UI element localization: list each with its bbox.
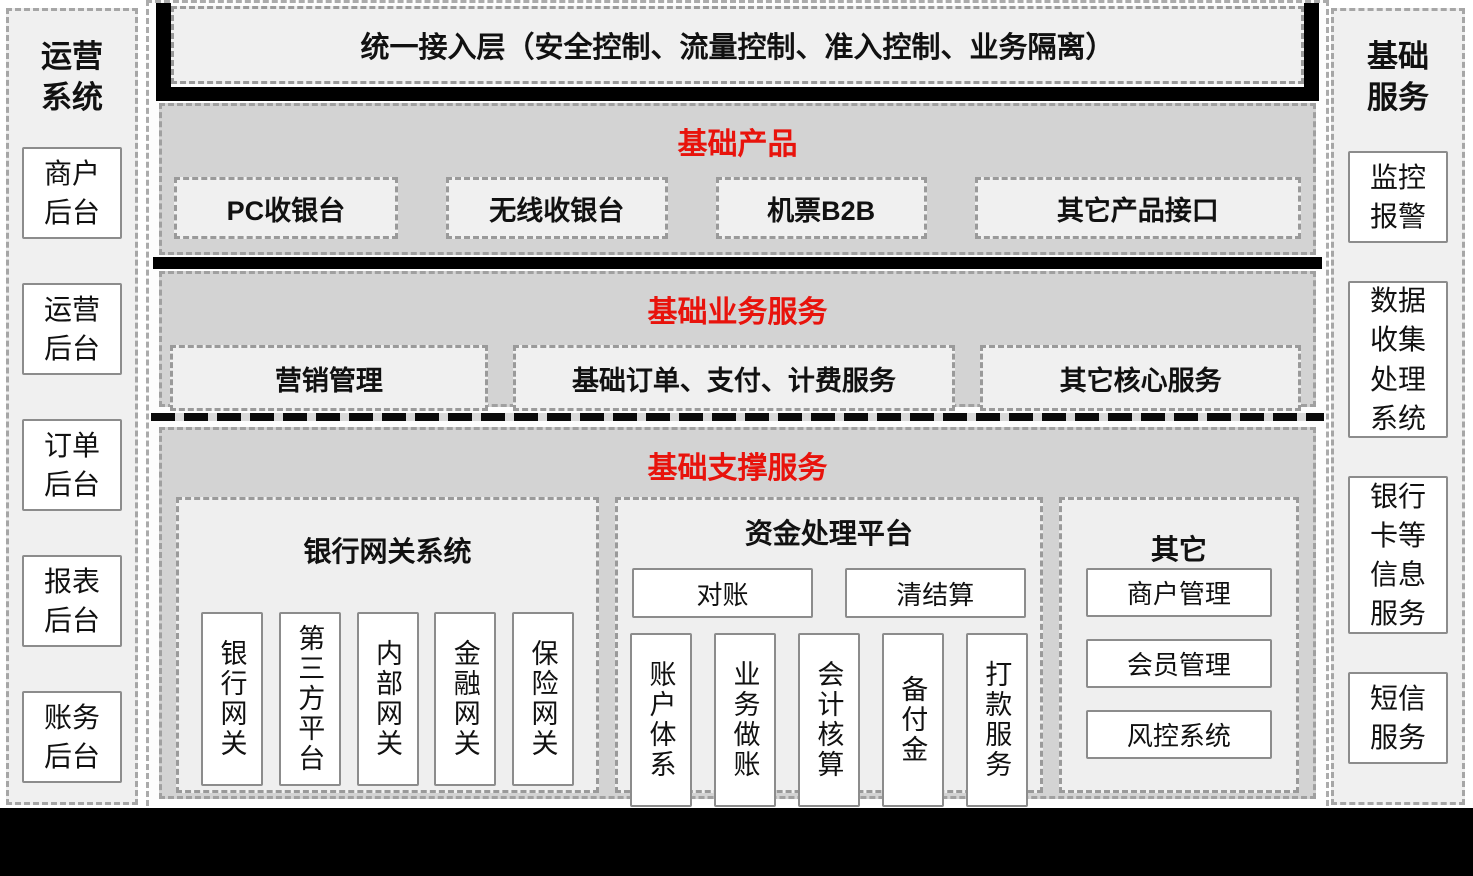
service-box-marketing: 营销管理 [170, 345, 488, 411]
black-divider-middle [153, 257, 1322, 269]
sidebar-item-merchant-backend: 商户后台 [22, 146, 122, 239]
sidebar-item-label: 银行卡等信息服务 [1369, 480, 1426, 630]
product-box-other-interfaces: 其它产品接口 [974, 177, 1301, 239]
funds-top-boxes: 对账 清结算 [618, 568, 1040, 618]
support-panels-row: 银行网关系统 银行网关 第三方平台 内部网关 金融网关 保险网关 资金处理平台 … [162, 487, 1313, 807]
black-divider-top [156, 87, 1319, 101]
funds-box-account-system: 账户体系 [630, 633, 693, 807]
access-layer-row: 统一接入层（安全控制、流量控制、准入控制、业务隔离） [149, 3, 1326, 101]
bank-gateway-title: 银行网关系统 [303, 536, 472, 567]
basic-business-band: 基础业务服务 营销管理 基础订单、支付、计费服务 其它核心服务 [159, 271, 1316, 411]
funds-box-business-bookkeeping: 业务做账 [713, 633, 776, 807]
basic-products-band: 基础产品 PC收银台 无线收银台 机票B2B 其它产品接口 [159, 103, 1316, 255]
funds-bottom-boxes: 账户体系 业务做账 会计核算 备付金 打款服务 [618, 633, 1040, 807]
sidebar-item-sms-service: 短信服务 [1348, 672, 1448, 764]
sidebar-item-label: 短信服务 [1369, 682, 1426, 753]
sidebar-item-order-backend: 订单后台 [22, 418, 122, 511]
basic-products-row: PC收银台 无线收银台 机票B2B 其它产品接口 [162, 163, 1313, 239]
black-dashed-divider [151, 413, 1324, 421]
product-box-ticket-b2b: 机票B2B [715, 177, 927, 239]
sidebar-item-operations-backend: 运营后台 [22, 282, 122, 375]
funds-box-accounting: 会计核算 [797, 633, 860, 807]
basic-services-sidebar-title: 基础服务 [1367, 39, 1429, 115]
basic-business-title: 基础业务服务 [647, 296, 828, 329]
gateway-box-third-party: 第三方平台 [278, 612, 341, 786]
sidebar-item-label: 数据收集处理系统 [1369, 285, 1426, 434]
basic-services-sidebar: 基础服务 监控报警 数据收集处理系统 银行卡等信息服务 短信服务 [1331, 8, 1465, 805]
other-panel-title: 其它 [1150, 534, 1207, 565]
funds-platform-title: 资金处理平台 [744, 518, 913, 549]
unified-access-layer: 统一接入层（安全控制、流量控制、准入控制、业务隔离） [171, 6, 1304, 84]
left-black-bar [156, 3, 171, 101]
sidebar-item-label: 账务后台 [43, 701, 100, 772]
other-box-risk-control: 风控系统 [1085, 710, 1272, 759]
other-panel: 其它 商户管理 会员管理 风控系统 [1058, 497, 1299, 793]
product-box-pc-cashier: PC收银台 [174, 177, 398, 239]
funds-box-reconciliation: 对账 [632, 568, 813, 618]
gateway-box-finance: 金融网关 [434, 612, 497, 786]
basic-support-band: 基础支撑服务 银行网关系统 银行网关 第三方平台 内部网关 金融网关 保险网关 … [159, 427, 1316, 807]
funds-box-payout-service: 打款服务 [965, 633, 1028, 807]
sidebar-item-label: 商户后台 [43, 157, 100, 228]
gateway-box-insurance: 保险网关 [512, 612, 574, 786]
operations-sidebar: 运营系统 商户后台 运营后台 订单后台 报表后台 账务后台 [6, 8, 138, 805]
bank-gateway-boxes: 银行网关 第三方平台 内部网关 金融网关 保险网关 [179, 612, 596, 786]
right-black-bar [1304, 3, 1319, 101]
sidebar-item-label: 运营后台 [43, 293, 100, 364]
basic-business-row: 营销管理 基础订单、支付、计费服务 其它核心服务 [162, 331, 1313, 411]
product-box-wireless-cashier: 无线收银台 [445, 177, 668, 239]
sidebar-item-data-collection: 数据收集处理系统 [1348, 280, 1448, 439]
funds-platform-panel: 资金处理平台 对账 清结算 账户体系 业务做账 会计核算 备付金 打款服务 [615, 497, 1043, 807]
sidebar-item-label: 订单后台 [43, 429, 100, 500]
sidebar-item-accounting-backend: 账务后台 [22, 690, 122, 783]
other-box-merchant-management: 商户管理 [1085, 568, 1272, 617]
gateway-box-internal: 内部网关 [356, 612, 419, 786]
sidebar-item-bankcard-info: 银行卡等信息服务 [1348, 476, 1448, 634]
funds-box-reserve-fund: 备付金 [881, 633, 944, 807]
gateway-box-bank: 银行网关 [201, 612, 263, 786]
basic-support-title: 基础支撑服务 [647, 452, 828, 485]
service-box-other-core: 其它核心服务 [980, 345, 1301, 411]
sidebar-item-report-backend: 报表后台 [22, 554, 122, 647]
central-column: 统一接入层（安全控制、流量控制、准入控制、业务隔离） 基础产品 PC收银台 无线… [146, 0, 1329, 807]
funds-box-clearing-settlement: 清结算 [844, 568, 1026, 618]
other-box-member-management: 会员管理 [1085, 639, 1272, 688]
sidebar-item-label: 报表后台 [43, 565, 100, 636]
bottom-black-bar [0, 808, 1473, 876]
bank-gateway-panel: 银行网关系统 银行网关 第三方平台 内部网关 金融网关 保险网关 [176, 497, 600, 793]
basic-products-title: 基础产品 [677, 128, 798, 161]
operations-sidebar-title: 运营系统 [41, 39, 103, 115]
sidebar-item-monitoring-alert: 监控报警 [1348, 150, 1448, 243]
service-box-order-payment-billing: 基础订单、支付、计费服务 [512, 345, 956, 411]
sidebar-item-label: 监控报警 [1369, 161, 1426, 232]
